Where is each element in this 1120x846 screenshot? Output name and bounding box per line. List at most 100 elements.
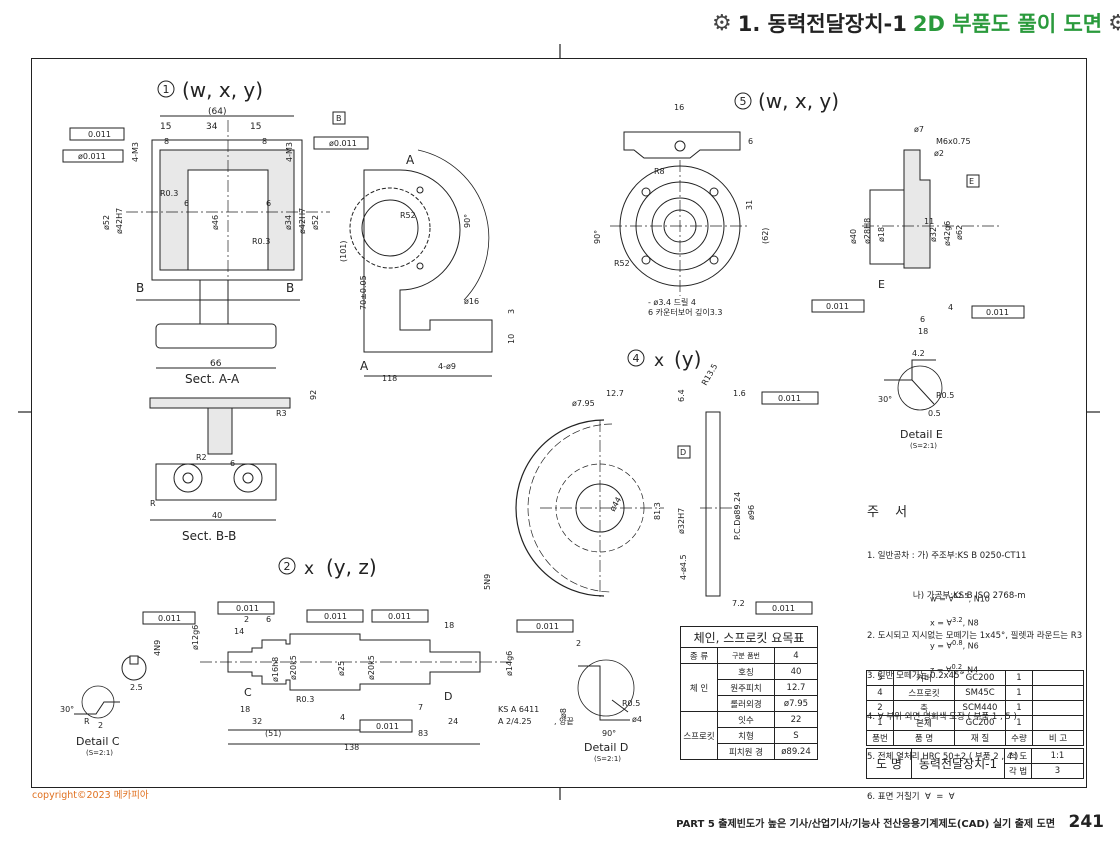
page-header: ⚙ 1. 동력전달장치-1 2D 부품도 풀이 도면 ⚙ [712, 6, 1120, 40]
svg-text:6: 6 [748, 137, 753, 146]
tolerance-frame [62, 149, 124, 163]
part1-finish: (w, x, y) [182, 78, 263, 102]
svg-text:6: 6 [230, 459, 235, 468]
svg-text:138: 138 [344, 743, 359, 752]
svg-text:15: 15 [160, 122, 171, 132]
svg-text:ø96: ø96 [747, 505, 756, 520]
svg-text:ø40: ø40 [849, 229, 858, 244]
svg-text:ø44: ø44 [608, 495, 623, 513]
svg-text:ø0.011: ø0.011 [329, 139, 357, 148]
svg-text:(w, x, y): (w, x, y) [758, 89, 839, 113]
svg-text:(101): (101) [339, 240, 348, 262]
svg-text:15: 15 [250, 122, 261, 132]
svg-text:ø16: ø16 [464, 297, 479, 306]
page-footer: PART 5 출제빈도가 높은 기사/산업기사/기능사 전산응용기계제도(CAD… [0, 812, 1104, 832]
part4-view: 4 x (y) ø7.95 12.7 ø44 81.3 1.6 6.4 R13.… [515, 347, 819, 615]
svg-text:R3: R3 [276, 409, 287, 418]
svg-text:4: 4 [633, 352, 640, 365]
svg-text:10: 10 [507, 334, 516, 344]
svg-text:ø52: ø52 [311, 215, 320, 230]
svg-text:2: 2 [98, 721, 103, 730]
svg-text:Detail C: Detail C [76, 735, 120, 748]
svg-text:0.011: 0.011 [536, 622, 559, 631]
part1-view: 1 (w, x, y) B B Sect. A-A 66 (64) 15 34 … [62, 78, 369, 386]
svg-text:ø42H7: ø42H7 [115, 208, 124, 234]
svg-text:(51): (51) [265, 729, 281, 738]
svg-text:0.011: 0.011 [88, 130, 111, 139]
svg-text:E: E [969, 177, 974, 186]
svg-text:ø42H7: ø42H7 [298, 208, 307, 234]
svg-text:4: 4 [948, 303, 953, 312]
title-block: 도 명 동력전달장치-1 척 도 1:1 각 법 3 [866, 748, 1084, 779]
svg-text:ø62: ø62 [955, 225, 964, 240]
svg-text:KS A 6411: KS A 6411 [498, 705, 539, 714]
svg-text:ø25: ø25 [337, 661, 346, 676]
svg-text:A: A [360, 359, 369, 373]
svg-text:R0.3: R0.3 [160, 189, 178, 198]
svg-text:6.4: 6.4 [677, 389, 686, 402]
svg-text:0.5: 0.5 [928, 409, 941, 418]
note-line: 2. 도시되고 지시없는 모떼기는 1x45°, 필렛과 라운드는 R3 [867, 631, 1083, 642]
svg-text:66: 66 [210, 359, 222, 369]
svg-text:7: 7 [418, 703, 423, 712]
svg-text:A 2/4.25: A 2/4.25 [498, 717, 532, 726]
svg-text:4-ø9: 4-ø9 [438, 362, 456, 371]
svg-text:8: 8 [262, 137, 267, 146]
svg-text:x: x [304, 559, 314, 579]
svg-text:R0.3: R0.3 [296, 695, 314, 704]
svg-text:3: 3 [507, 309, 516, 314]
body-base [155, 323, 277, 349]
svg-text:1.6: 1.6 [733, 389, 746, 398]
svg-text:8: 8 [164, 137, 169, 146]
detail-c-view: 30° 2 R Detail C (S=2:1) [60, 685, 120, 757]
svg-text:2: 2 [576, 639, 581, 648]
chain-table-title: 체인, 스프로킷 요목표 [680, 626, 818, 648]
copyright-text: copyright©2023 메카피아 [32, 790, 149, 801]
svg-text:A: A [406, 153, 415, 167]
svg-text:24: 24 [448, 717, 458, 726]
svg-text:4.2: 4.2 [912, 349, 925, 358]
tolerance-frame [69, 127, 125, 141]
svg-text:Detail D: Detail D [584, 741, 628, 754]
svg-text:31: 31 [745, 200, 754, 210]
svg-text:11: 11 [924, 217, 934, 226]
svg-text:0.011: 0.011 [236, 604, 259, 613]
svg-text:81.3: 81.3 [653, 502, 662, 520]
svg-text:(64): (64) [208, 107, 226, 117]
svg-text:6: 6 [920, 315, 925, 324]
centering-marks [18, 44, 1100, 800]
svg-text:R52: R52 [614, 259, 630, 268]
tolerance-frame [313, 136, 369, 150]
svg-text:4: 4 [340, 713, 345, 722]
svg-text:0.011: 0.011 [772, 604, 795, 613]
svg-text:Detail E: Detail E [900, 428, 943, 441]
sect-bb-view: 40 R2 R3 R 6 92 Sect. B-B [149, 390, 318, 543]
header-number: 1. 동력전달장치-1 [737, 12, 907, 36]
svg-text:18: 18 [918, 327, 928, 336]
svg-text:90°: 90° [463, 214, 472, 228]
svg-text:R0.5: R0.5 [936, 391, 954, 400]
svg-text:- ø3.4 드릴 4: - ø3.4 드릴 4 [648, 298, 696, 307]
part5-side-view: ø7 M6x0.75 ø2 ø40 ø28H8 ø18 ø32 ø42g6 ø6… [811, 125, 1025, 336]
body-neck [199, 279, 229, 325]
svg-text:ø12g6: ø12g6 [191, 625, 200, 650]
svg-text:14: 14 [234, 627, 244, 636]
svg-text:30°: 30° [60, 705, 74, 714]
svg-text:5N9: 5N9 [483, 574, 492, 590]
svg-text:ø28H8: ø28H8 [863, 218, 872, 244]
svg-text:ø34: ø34 [284, 215, 293, 230]
svg-text:(62): (62) [761, 228, 770, 244]
svg-text:18: 18 [444, 621, 454, 630]
svg-text:30°: 30° [878, 395, 892, 404]
note-line: 1. 일반공차 : 가) 주조부:KS B 0250-CT11 [867, 550, 1027, 561]
svg-text:C: C [244, 686, 252, 699]
svg-text:4N9: 4N9 [153, 640, 162, 656]
svg-text:0.011: 0.011 [158, 614, 181, 623]
svg-text:34: 34 [206, 122, 218, 132]
svg-text:0.011: 0.011 [376, 722, 399, 731]
part1-side-view: A A R52 90° (101) 70±0.05 118 ø16 4-ø9 1… [339, 149, 516, 383]
